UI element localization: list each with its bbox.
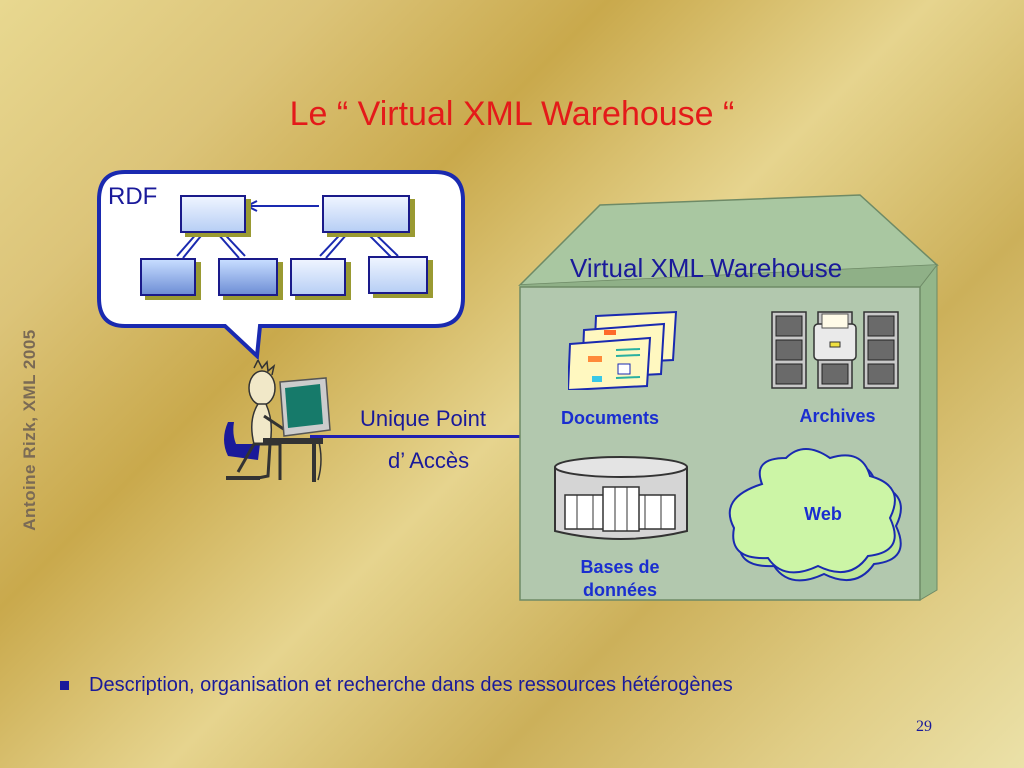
user-at-computer-icon [224, 360, 331, 482]
archives-cabinets-icon [771, 311, 899, 389]
bullet-text: Description, organisation et recherche d… [89, 674, 733, 696]
connection-line [310, 435, 525, 438]
rdf-node [322, 195, 410, 233]
warehouse-title: Virtual XML Warehouse [570, 253, 843, 283]
access-point-line1: Unique Point [360, 406, 486, 431]
databases-label-line2: données [582, 580, 657, 601]
documents-label: Documents [560, 408, 659, 428]
rdf-node [140, 258, 196, 296]
web-label: Web [804, 504, 842, 524]
access-point-line2: d’ Accès [388, 447, 470, 473]
rdf-node [368, 256, 428, 294]
database-cylinder-icon [554, 456, 688, 540]
rdf-node [218, 258, 278, 296]
databases-label: Bases de données [550, 556, 690, 603]
side-credit: Antoine Rizk, XML 2005 [20, 329, 39, 531]
documents-icon [568, 310, 678, 390]
archives-label: Archives [799, 406, 876, 426]
slide-title: Le “ Virtual XML Warehouse “ [289, 95, 735, 133]
databases-label-line1: Bases de [580, 557, 660, 577]
bullet-item: Description, organisation et recherche d… [60, 674, 733, 697]
rdf-node [180, 195, 246, 233]
bullet-square-icon [60, 681, 69, 691]
rdf-node [290, 258, 346, 296]
rdf-label: RDF [108, 183, 158, 210]
page-number: 29 [916, 718, 932, 735]
access-point-label: Unique Point d’ Accès [360, 398, 486, 482]
web-cloud-icon [728, 448, 902, 582]
